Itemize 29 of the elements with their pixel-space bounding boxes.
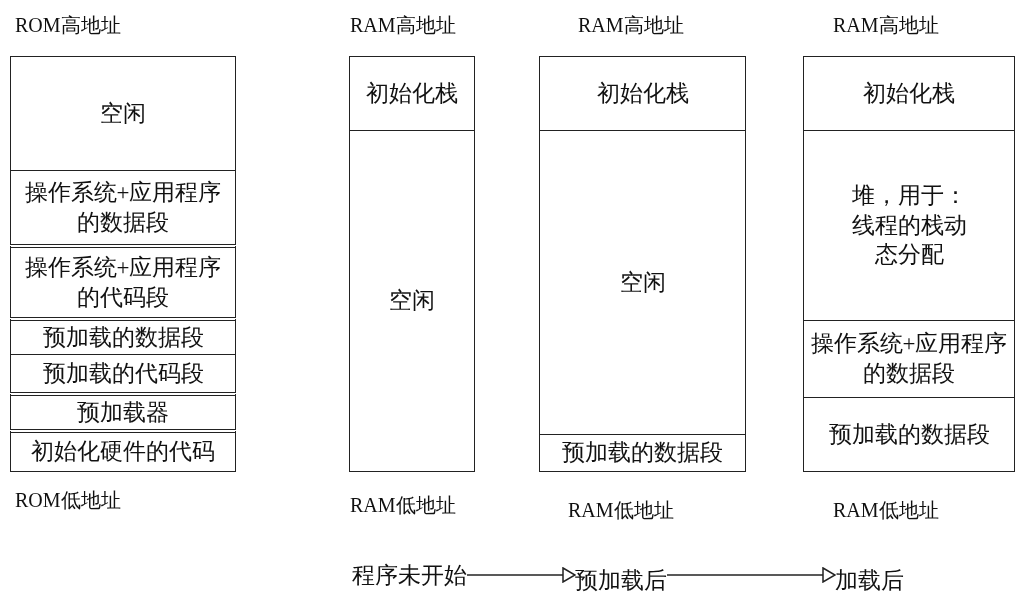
memory-segment: 初始化栈 bbox=[803, 56, 1015, 131]
address-label: RAM高地址 bbox=[833, 13, 939, 38]
address-label: RAM低地址 bbox=[833, 498, 939, 523]
hollow-arrow bbox=[466, 567, 576, 583]
memory-segment: 空闲 bbox=[539, 130, 746, 435]
hollow-arrow bbox=[666, 567, 836, 583]
address-label: RAM高地址 bbox=[350, 13, 456, 38]
memory-segment: 操作系统+应用程序的代码段 bbox=[10, 244, 236, 318]
memory-segment: 空闲 bbox=[10, 56, 236, 171]
memory-segment: 空闲 bbox=[349, 130, 475, 472]
memory-segment: 预加载器 bbox=[10, 392, 236, 430]
memory-segment: 预加载的数据段 bbox=[10, 317, 236, 355]
stage-label: 程序未开始 bbox=[352, 557, 467, 593]
address-label: ROM高地址 bbox=[15, 13, 121, 38]
address-label: RAM低地址 bbox=[350, 493, 456, 518]
memory-segment: 初始化栈 bbox=[349, 56, 475, 131]
address-label: RAM高地址 bbox=[578, 13, 684, 38]
stage-label: 预加载后 bbox=[575, 562, 667, 598]
memory-segment: 操作系统+应用程序的数据段 bbox=[10, 170, 236, 245]
address-label: ROM低地址 bbox=[15, 488, 121, 513]
stage-label: 加载后 bbox=[835, 562, 904, 598]
memory-segment: 初始化栈 bbox=[539, 56, 746, 131]
address-label: RAM低地址 bbox=[568, 498, 674, 523]
memory-segment: 预加载的数据段 bbox=[539, 434, 746, 472]
memory-segment: 操作系统+应用程序的数据段 bbox=[803, 320, 1015, 398]
memory-segment: 堆，用于：线程的栈动态分配 bbox=[803, 130, 1015, 321]
memory-segment: 初始化硬件的代码 bbox=[10, 429, 236, 472]
memory-segment: 预加载的代码段 bbox=[10, 354, 236, 393]
memory-segment: 预加载的数据段 bbox=[803, 397, 1015, 472]
